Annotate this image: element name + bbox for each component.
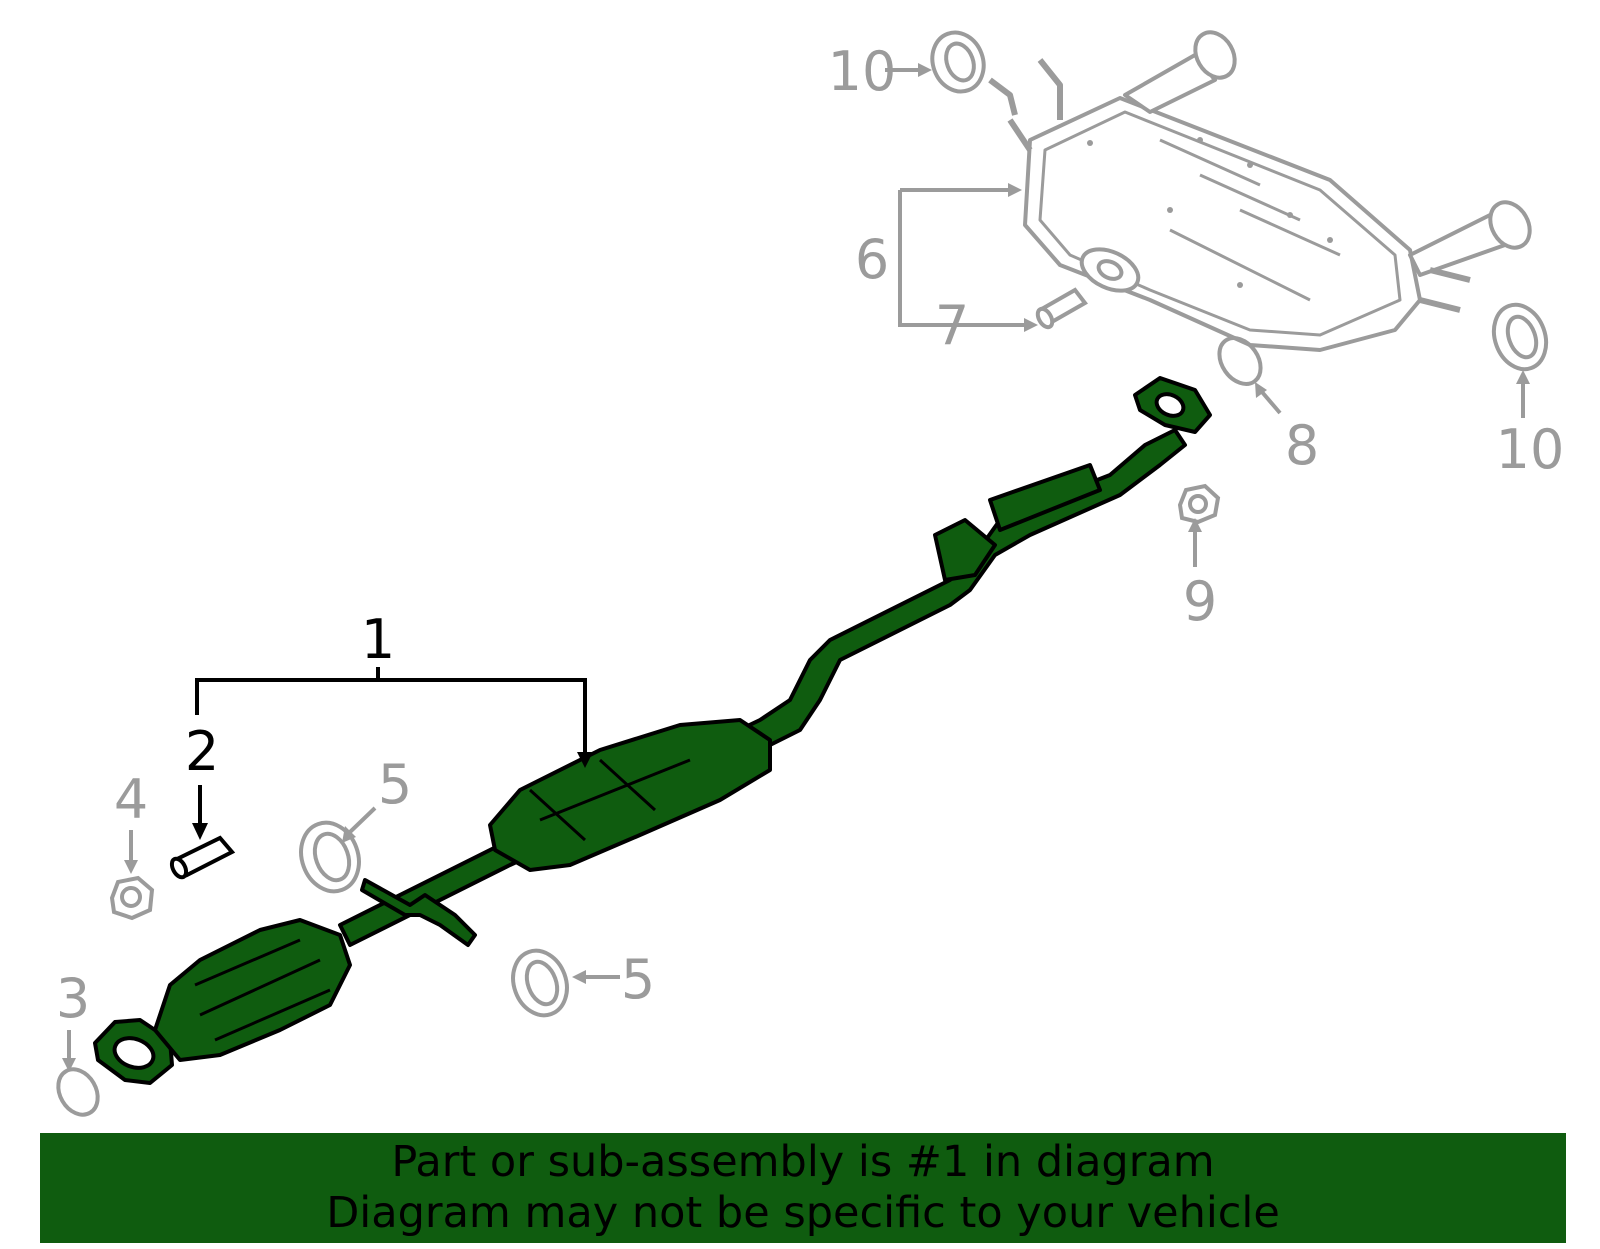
rear-muffler-assembly [988, 30, 1532, 352]
callout-6: 6 [855, 228, 889, 291]
banner-line-2: Diagram may not be specific to your vehi… [326, 1188, 1280, 1238]
hanger-10-right [1491, 302, 1549, 372]
callout-4: 4 [114, 768, 148, 831]
callout-9: 9 [1183, 570, 1217, 633]
info-banner: Part or sub-assembly is #1 in diagram Di… [40, 1133, 1566, 1243]
hanger-10-top [930, 30, 986, 94]
leader-lines-grey [67, 68, 1525, 1060]
gasket-3 [56, 1067, 100, 1117]
callout-5-lower: 5 [621, 948, 655, 1011]
callout-8: 8 [1285, 414, 1319, 477]
callout-10-right: 10 [1496, 418, 1565, 481]
callout-7: 7 [935, 294, 969, 357]
callout-10-top: 10 [828, 40, 897, 103]
banner-line-1: Part or sub-assembly is #1 in diagram [391, 1137, 1215, 1187]
front-exhaust-pipe-assembly [93, 376, 1212, 1085]
nut-9 [1177, 483, 1221, 525]
arrowheads-grey [62, 63, 1530, 1072]
arrowheads-black [192, 752, 593, 840]
stud-7 [1035, 287, 1088, 330]
callout-3: 3 [56, 967, 90, 1030]
hanger-5-lower [511, 948, 569, 1018]
nut-4 [109, 875, 155, 921]
stud-2 [169, 835, 236, 880]
callout-2: 2 [185, 720, 219, 783]
callout-5-upper: 5 [378, 753, 412, 816]
callout-1: 1 [361, 608, 395, 671]
leader-lines-black [195, 667, 587, 825]
gasket-8 [1217, 336, 1263, 386]
